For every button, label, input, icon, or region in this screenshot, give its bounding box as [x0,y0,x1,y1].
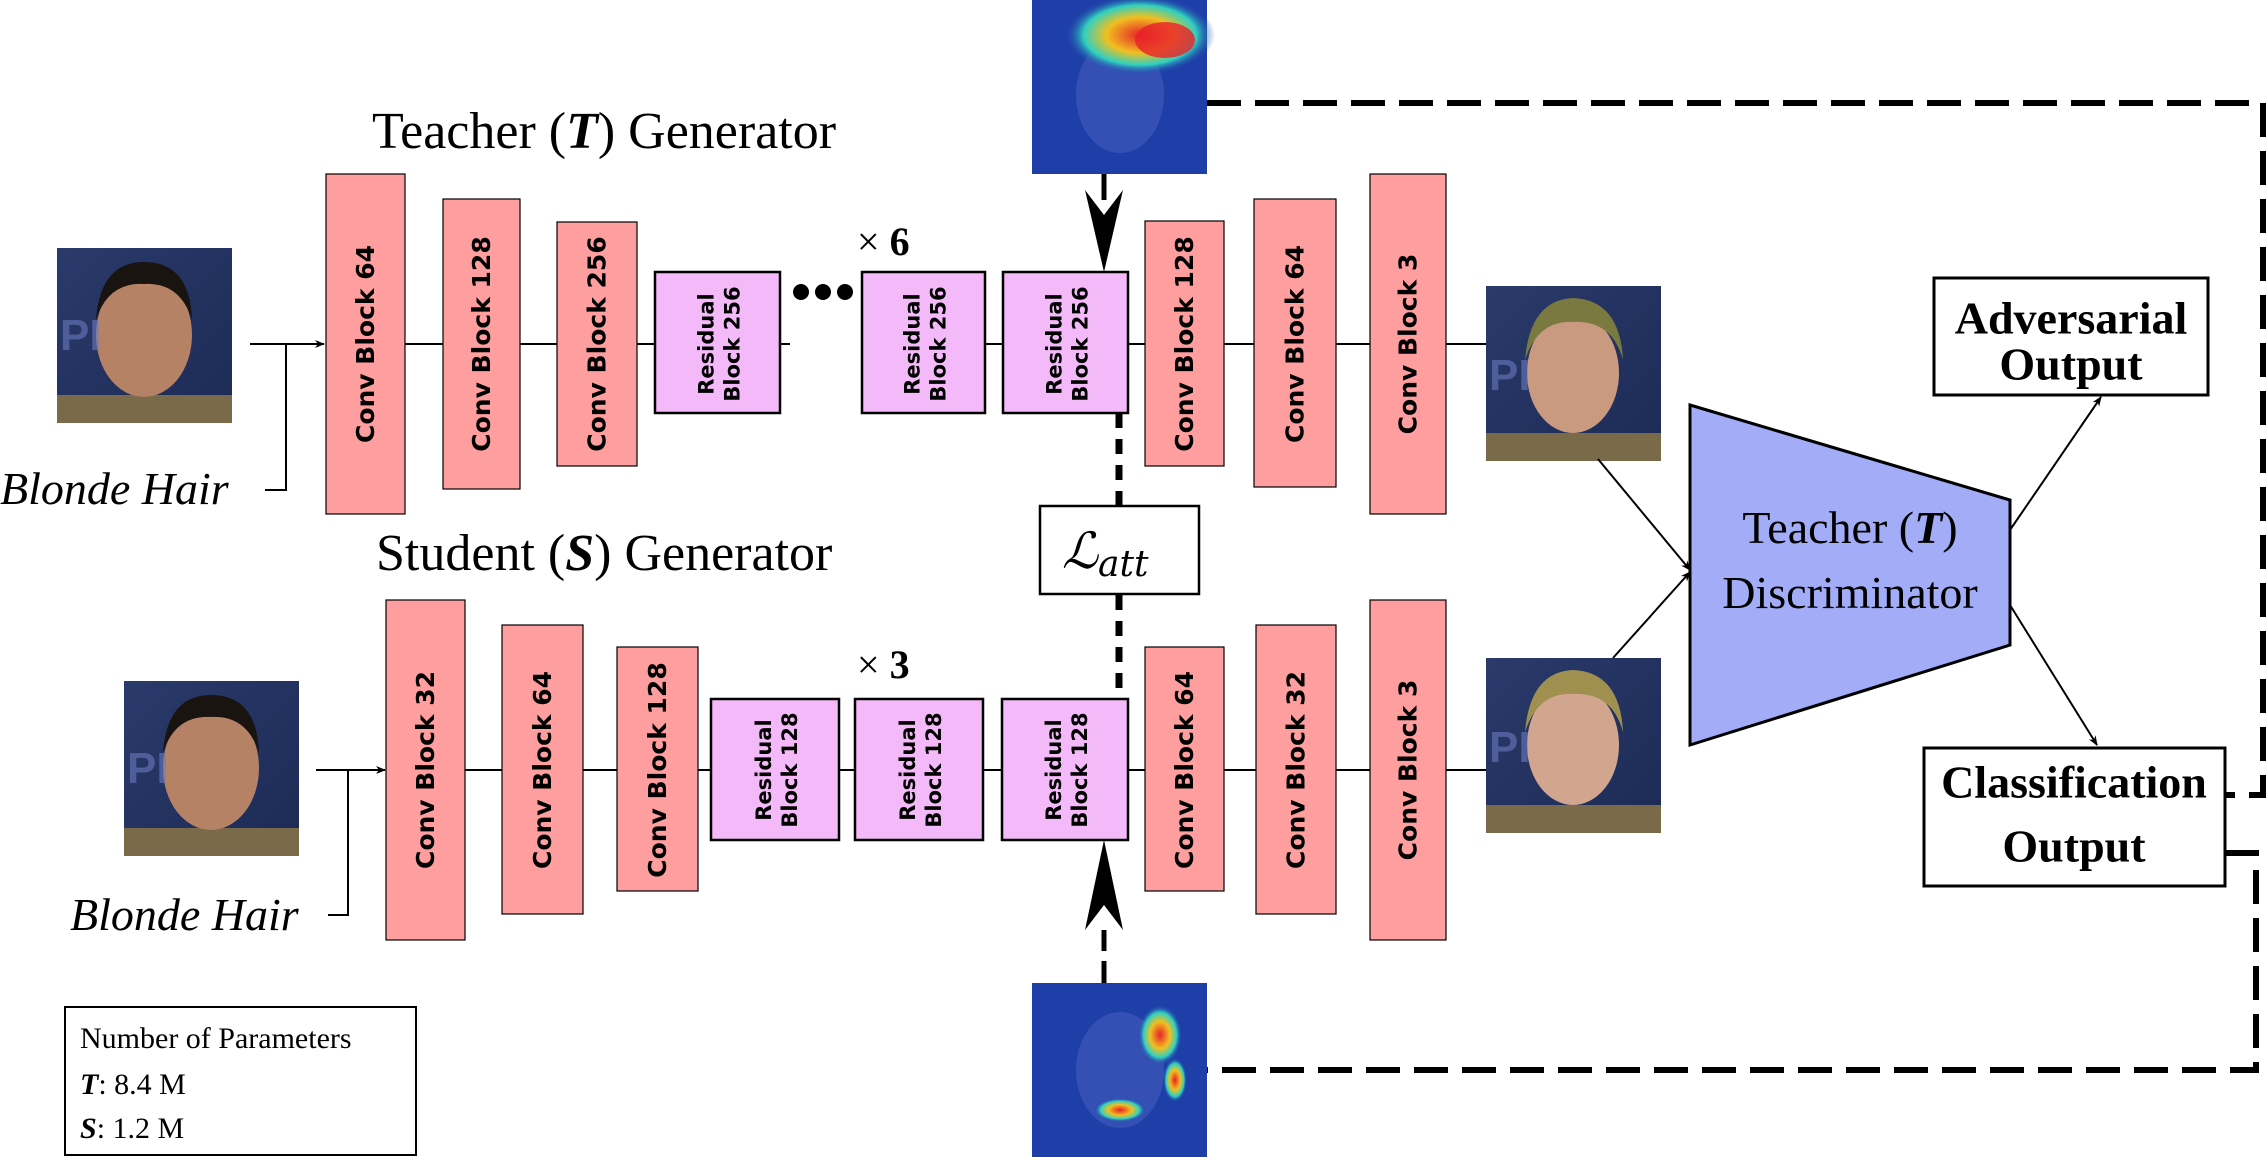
teacher-conv-block-3: Conv Block 256 [556,221,638,467]
svg-text:Block 256: Block 256 [1069,286,1093,401]
student-residual-block-1: Residual Block 128 [709,697,841,842]
attention-loss-label: ℒatt [1062,522,1149,585]
svg-text:Conv Block 64: Conv Block 64 [351,245,380,443]
teacher-conv-block-1: Conv Block 64 [325,173,406,515]
teacher-input-face-image: PI [57,248,232,423]
svg-text:Block 128: Block 128 [1068,712,1092,827]
svg-text:PI: PI [1489,351,1531,400]
legend-title: Number of Parameters [80,1022,352,1055]
student-condition-label: Blonde Hair [70,889,300,940]
adversarial-output-line1: Adversarial [1955,293,2188,344]
student-attention-feedback-path [1207,850,2259,1073]
classification-output-line2: Output [2002,821,2146,872]
svg-text:Conv Block 64: Conv Block 64 [528,671,557,869]
student-output-face-image: PI [1486,658,1661,833]
discriminator-label-line1: Teacher (T) [1742,502,1957,553]
classification-arrow [2009,604,2098,746]
legend-teacher-count: T: 8.4 M [80,1068,186,1101]
svg-text:PI: PI [127,744,169,793]
parameter-legend: Number of Parameters T: 8.4 M S: 1.2 M [64,1006,417,1156]
teacher-residual-block-1: Residual Block 256 [653,270,782,415]
residual-label-line1: Residual [695,293,719,394]
svg-text:Conv Block 256: Conv Block 256 [583,236,612,451]
teacher-output-to-discriminator-arrow [1597,458,1691,571]
attention-loss-box: ℒatt [1038,504,1201,596]
teacher-heatmap-arrow [1085,174,1123,272]
student-repeat-label: × 3 [857,642,910,687]
classification-output-box: Classification Output [1922,746,2227,888]
teacher-residual-block-3: Residual Block 256 [1001,270,1130,415]
svg-text:Conv Block 128: Conv Block 128 [467,236,496,451]
residual-label: Residual [695,293,719,394]
svg-text:Block 256: Block 256 [927,286,951,401]
teacher-output-face-image: PI [1486,286,1661,461]
teacher-attention-feedback-path [1207,100,2266,798]
student-heatmap-arrow [1085,840,1123,983]
student-up-block-1: Conv Block 64 [1144,646,1225,892]
teacher-generator-title: Teacher (T) Generator [372,103,836,160]
svg-text:Block 128: Block 128 [922,712,946,827]
svg-text:PI: PI [60,311,102,360]
svg-text:Conv Block 32: Conv Block 32 [1282,671,1311,869]
discriminator-label-line2: Discriminator [1722,567,1978,618]
svg-text:Residual: Residual [896,719,920,820]
student-residual-block-3: Residual Block 128 [1000,697,1130,842]
student-wires [316,766,1486,916]
svg-text:Conv Block 32: Conv Block 32 [411,671,440,869]
svg-text:PI: PI [1489,723,1531,772]
svg-text:Conv Block 3: Conv Block 3 [1394,680,1423,861]
legend-student-count: S: 1.2 M [80,1112,184,1145]
teacher-conv-block-2: Conv Block 128 [442,198,521,490]
teacher-condition-label: Blonde Hair [0,463,230,514]
teacher-discriminator: Teacher (T) Discriminator [1688,402,2012,748]
teacher-repeat-label: × 6 [857,219,910,264]
student-attention-heatmap-image [1032,983,1207,1157]
svg-text:Block 256: Block 256 [721,286,745,401]
teacher-up-block-3: Conv Block 3 [1369,173,1447,515]
classification-output-line1: Classification [1941,757,2207,808]
student-generator-title: Student (S) Generator [376,525,832,582]
ellipsis-dots [793,284,853,300]
svg-text:Conv Block 64: Conv Block 64 [1281,245,1310,443]
student-conv-block-1: Conv Block 32 [385,599,466,941]
student-residual-block-2: Residual Block 128 [853,697,985,842]
svg-text:Residual: Residual [901,293,925,394]
svg-text:Block 128: Block 128 [778,712,802,827]
adversarial-output-line2: Output [1999,339,2143,390]
svg-text:Conv Block 128: Conv Block 128 [1170,236,1199,451]
student-conv-block-3: Conv Block 128 [616,646,699,892]
student-input-face-image: PI [124,681,299,856]
svg-text:Conv Block 128: Conv Block 128 [643,662,672,877]
student-conv-block-2: Conv Block 64 [501,624,584,915]
teacher-up-block-2: Conv Block 64 [1253,198,1337,488]
teacher-up-block-1: Conv Block 128 [1144,220,1225,467]
teacher-attention-heatmap-image [1032,0,1215,174]
adversarial-output-box: Adversarial Output [1932,276,2210,397]
student-up-block-3: Conv Block 3 [1369,599,1447,941]
svg-text:Residual: Residual [1042,719,1066,820]
svg-text:Conv Block 3: Conv Block 3 [1394,254,1423,435]
svg-text:Conv Block 64: Conv Block 64 [1170,671,1199,869]
student-output-to-discriminator-arrow [1612,571,1691,659]
adversarial-arrow [2009,396,2102,531]
student-up-block-2: Conv Block 32 [1255,624,1337,915]
svg-text:Residual: Residual [1043,293,1067,394]
svg-text:Residual: Residual [752,719,776,820]
teacher-residual-block-2: Residual Block 256 [860,270,987,415]
